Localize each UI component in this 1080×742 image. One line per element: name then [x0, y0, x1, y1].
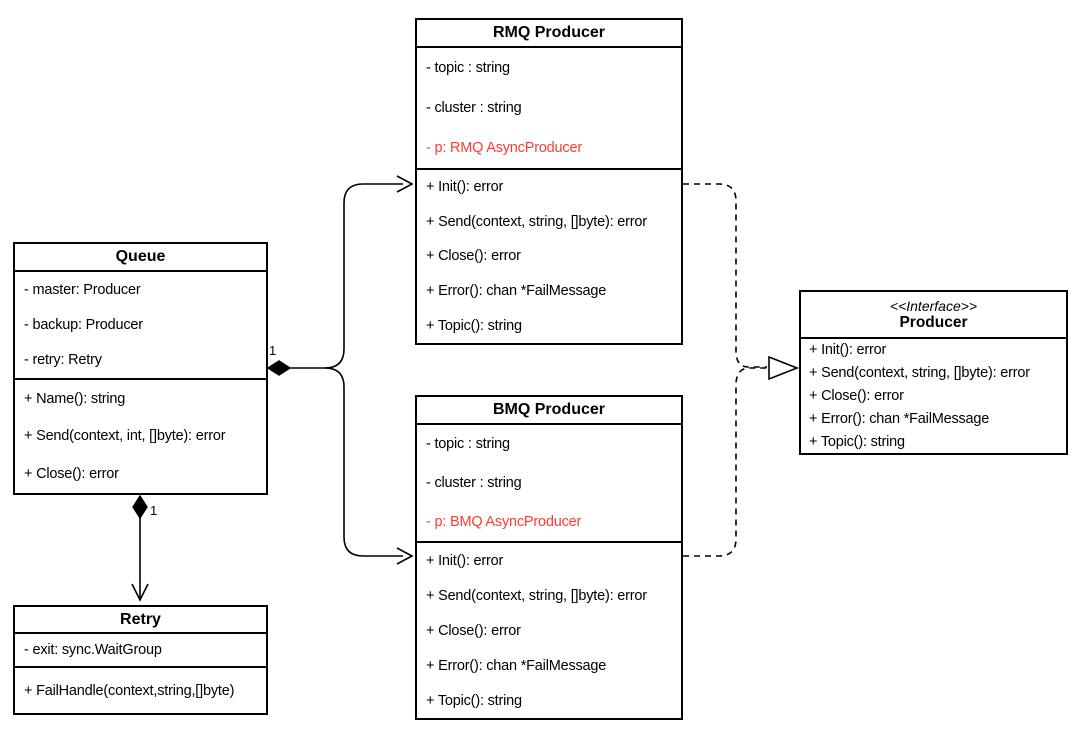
realization-line-rmq — [683, 183, 767, 368]
methods-compartment: + Name(): string + Send(context, int, []… — [15, 380, 266, 493]
class-method: + Topic(): string — [426, 692, 522, 709]
class-box-queue: Queue - master: Producer - backup: Produ… — [13, 242, 268, 495]
class-method: + Send(context, string, []byte): error — [426, 587, 647, 604]
class-method: + Send(context, string, []byte): error — [426, 213, 647, 230]
class-attribute: - topic : string — [426, 436, 510, 453]
class-method: + Error(): chan *FailMessage — [809, 410, 990, 427]
class-attribute: - cluster : string — [426, 100, 522, 116]
class-title: <<Interface>> Producer — [801, 292, 1066, 339]
class-method: + FailHandle(context,string,[]byte) — [24, 682, 235, 699]
class-attribute: - master: Producer — [24, 281, 141, 298]
class-title: RMQ Producer — [417, 20, 681, 48]
open-arrow-icon — [396, 547, 414, 565]
class-attribute: - retry: Retry — [24, 352, 102, 369]
class-title: Retry — [15, 607, 266, 634]
realization-line-bmq — [683, 367, 767, 557]
methods-compartment: + Init(): error + Send(context, string, … — [417, 543, 681, 718]
class-attribute-highlighted: - p: BMQ AsyncProducer — [426, 513, 582, 530]
class-box-producer-interface: <<Interface>> Producer + Init(): error +… — [799, 290, 1068, 455]
class-method: + Send(context, int, []byte): error — [24, 428, 226, 445]
open-arrow-icon — [131, 583, 149, 602]
open-arrow-icon — [396, 175, 414, 193]
composition-diamond-icon — [266, 360, 292, 376]
multiplicity-label: 1 — [150, 503, 158, 518]
realization-producers-to-interface — [683, 183, 800, 557]
composition-diamond-icon — [132, 494, 148, 520]
class-method: + Close(): error — [426, 248, 521, 265]
composition-queue-to-retry — [131, 494, 149, 602]
branch-line-to-bmq — [324, 367, 403, 557]
methods-compartment: + Init(): error + Send(context, string, … — [801, 339, 1066, 453]
class-attribute: - backup: Producer — [24, 316, 143, 333]
class-box-bmq-producer: BMQ Producer - topic : string - cluster … — [415, 395, 683, 720]
class-method: + Error(): chan *FailMessage — [426, 657, 607, 674]
multiplicity-label: 1 — [269, 343, 277, 358]
attributes-compartment: - master: Producer - backup: Producer - … — [15, 272, 266, 380]
class-attribute: - exit: sync.WaitGroup — [24, 642, 162, 658]
branch-line-to-rmq — [324, 183, 403, 369]
class-method: + Topic(): string — [809, 433, 905, 450]
class-method: + Close(): error — [426, 622, 521, 639]
realization-triangle-icon — [768, 355, 800, 381]
attributes-compartment: - exit: sync.WaitGroup — [15, 634, 266, 668]
class-title: BMQ Producer — [417, 397, 681, 425]
class-method: + Close(): error — [24, 466, 119, 483]
attributes-compartment: - topic : string - cluster : string - p:… — [417, 425, 681, 543]
attributes-compartment: - topic : string - cluster : string - p:… — [417, 48, 681, 170]
methods-compartment: + Init(): error + Send(context, string, … — [417, 170, 681, 343]
class-method: + Init(): error — [809, 342, 887, 359]
class-method: + Name(): string — [24, 390, 126, 407]
class-attribute: - cluster : string — [426, 474, 522, 491]
interface-name: Producer — [899, 313, 968, 331]
composition-queue-to-producers — [266, 175, 414, 565]
class-attribute: - topic : string — [426, 60, 510, 76]
interface-stereotype: <<Interface>> — [889, 297, 978, 314]
class-method: + Error(): chan *FailMessage — [426, 283, 607, 300]
class-box-retry: Retry - exit: sync.WaitGroup + FailHandl… — [13, 605, 268, 715]
class-title: Queue — [15, 244, 266, 272]
class-method: + Close(): error — [809, 387, 904, 404]
class-method: + Init(): error — [426, 179, 504, 196]
class-box-rmq-producer: RMQ Producer - topic : string - cluster … — [415, 18, 683, 345]
class-method: + Send(context, string, []byte): error — [809, 365, 1030, 382]
class-attribute-highlighted: - p: RMQ AsyncProducer — [426, 140, 582, 156]
class-method: + Topic(): string — [426, 317, 522, 334]
class-method: + Init(): error — [426, 552, 504, 569]
methods-compartment: + FailHandle(context,string,[]byte) — [15, 668, 266, 713]
